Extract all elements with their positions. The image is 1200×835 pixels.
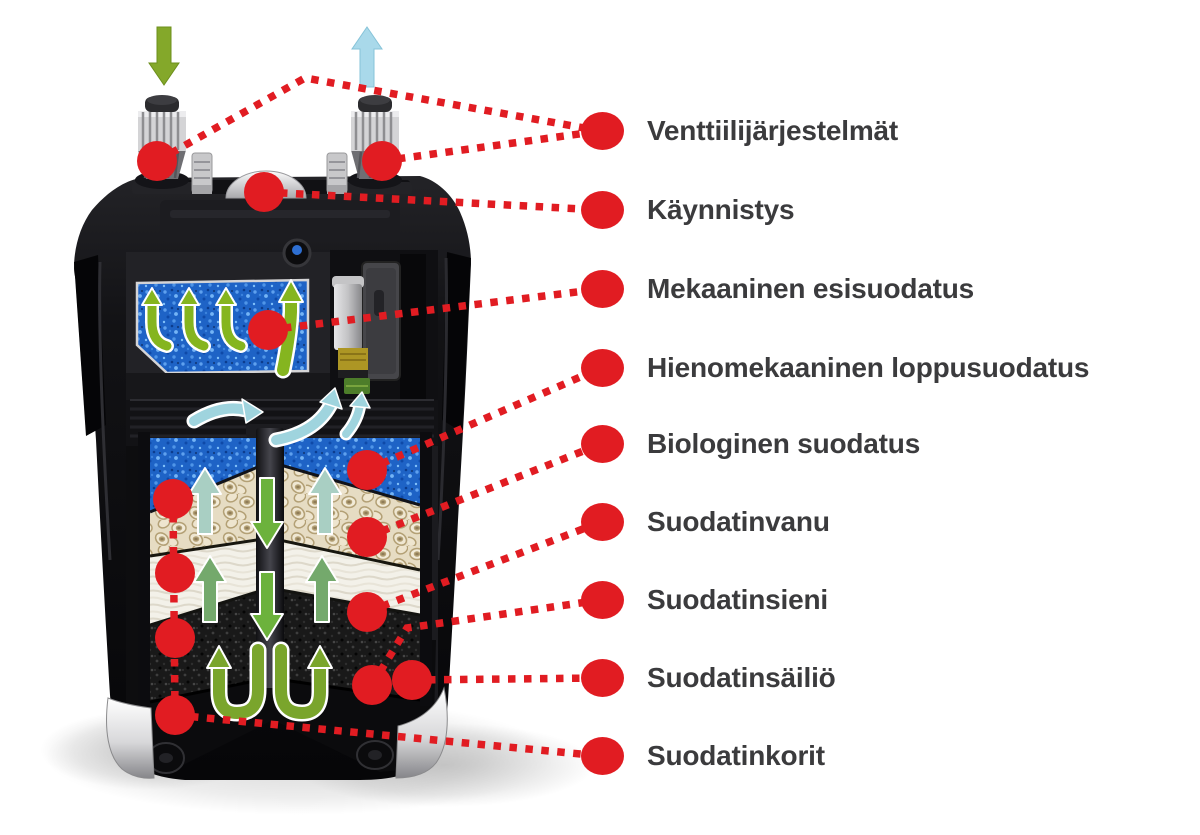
callout-venttiilijarjestelmat: Venttiilijärjestelmät <box>581 109 898 153</box>
callout-dot <box>581 581 624 619</box>
bottom-uturn-arrows <box>206 641 333 722</box>
outflow-arrow-icon <box>351 26 383 88</box>
callout-label: Suodatinkorit <box>647 740 825 771</box>
callout-dot <box>581 191 624 229</box>
left-clip <box>191 152 213 195</box>
flow-arrows <box>141 279 371 722</box>
callout-label: Hienomekaaninen loppusuodatus <box>647 352 1090 383</box>
callout-kaynnistys: Käynnistys <box>581 188 795 232</box>
callout-dot <box>581 503 624 541</box>
callout-dot <box>581 112 624 150</box>
transfer-flow-arrows <box>186 387 371 448</box>
callout-label: Suodatinvanu <box>647 506 830 537</box>
callout-label: Käynnistys <box>647 194 795 225</box>
callout-dot <box>581 425 624 463</box>
media-flow-arrows <box>188 467 342 641</box>
callout-lines <box>155 74 603 760</box>
callout-label: Suodatinsieni <box>647 584 828 615</box>
callout-suodatinvanu: Suodatinvanu <box>581 500 830 544</box>
callout-suodatinsieni: Suodatinsieni <box>581 578 828 622</box>
callout-dot <box>581 270 624 308</box>
callout-mekaaninen-esisuodatus: Mekaaninen esisuodatus <box>581 267 974 311</box>
base-shell <box>106 686 448 779</box>
inflow-arrow-icon <box>148 26 180 86</box>
flow-direction-arrows <box>148 26 383 88</box>
callout-suodatinkorit: Suodatinkorit <box>581 734 825 778</box>
marker-dots <box>137 141 432 735</box>
callout-dot <box>581 349 624 387</box>
callout-label: Biologinen suodatus <box>647 428 921 459</box>
prefilter-flow-arrows <box>141 279 304 379</box>
callout-label: Mekaaninen esisuodatus <box>647 273 975 304</box>
callout-label: Suodatinsäiliö <box>647 662 836 693</box>
callout-dot <box>581 737 624 775</box>
callout-dot <box>581 659 624 697</box>
callout-label: Venttiilijärjestelmät <box>647 115 899 146</box>
callout-hienomekaaninen-loppusuodatus: Hienomekaaninen loppusuodatus <box>581 346 1089 390</box>
right-clip <box>326 152 348 195</box>
callout-suodatinsailio: Suodatinsäiliö <box>581 656 836 700</box>
callout-biologinen-suodatus: Biologinen suodatus <box>581 422 920 466</box>
